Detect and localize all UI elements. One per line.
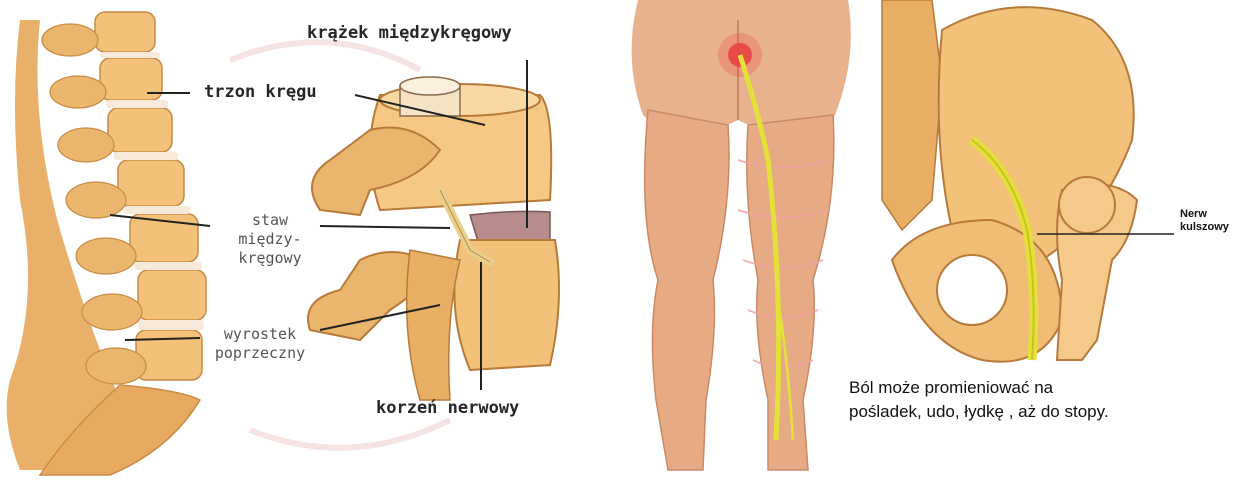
leg-illustration-panel — [618, 0, 861, 481]
label-facet-joint-line1: staw — [225, 211, 315, 230]
label-sciatic-nerve: Nerw kulszowy — [1180, 208, 1229, 234]
label-transverse-process-line1: wyrostek — [200, 325, 320, 344]
label-nerve-root: korzeń nerwowy — [376, 398, 519, 418]
label-sciatic-nerve-line2: kulszowy — [1180, 221, 1229, 234]
label-facet-joint-line2: między- — [225, 230, 315, 249]
vertebra-3d — [308, 77, 559, 400]
label-transverse-process: wyrostek poprzeczny — [200, 325, 320, 363]
label-intervertebral-disc: krążek międzykręgowy — [307, 23, 512, 43]
spine-illustration-panel: krążek międzykręgowy trzon kręgu staw mi… — [0, 0, 615, 481]
leg-illustration — [618, 0, 861, 481]
vertebral-column — [7, 12, 206, 475]
label-vertebral-body: trzon kręgu — [204, 82, 317, 102]
label-sciatic-nerve-line1: Nerw — [1180, 208, 1229, 221]
label-facet-joint: staw między- kręgowy — [225, 211, 315, 268]
caption-line1: Ból może promieniować na — [849, 376, 1229, 400]
label-facet-joint-line3: kręgowy — [225, 249, 315, 268]
caption-text: Ból może promieniować na pośladek, udo, … — [849, 376, 1229, 424]
caption-line2: pośladek, udo, łydkę , aż do stopy. — [849, 400, 1229, 424]
label-transverse-process-line2: poprzeczny — [200, 344, 320, 363]
